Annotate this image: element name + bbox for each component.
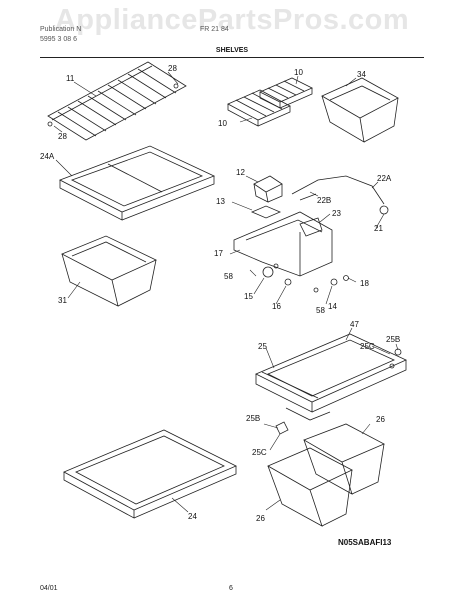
diagram-code: N05SABAFI13 — [338, 538, 392, 547]
callout-14: 14 — [328, 302, 337, 311]
callout-58: 58 — [316, 306, 325, 315]
ice-tray-part-10-lower — [227, 89, 291, 127]
callout-23: 23 — [332, 209, 341, 218]
footer-date: 04/01 — [40, 585, 58, 592]
callout-26: 26 — [376, 415, 385, 424]
callout-26: 26 — [256, 514, 265, 523]
callout-24: 24 — [188, 512, 197, 521]
publication-number: 5995 3 08 6 — [40, 36, 77, 43]
callout-25: 25 — [258, 342, 267, 351]
cantilever-shelf-part-47 — [255, 333, 407, 435]
page-number: 6 — [229, 585, 233, 592]
crisper-pan-part-26-left — [267, 447, 353, 527]
section-title: SHELVES — [215, 47, 249, 54]
callout-18: 18 — [360, 279, 369, 288]
ice-tray-part-10-upper — [259, 77, 313, 109]
callout-24a: 24A — [40, 152, 55, 161]
callout-31: 31 — [58, 296, 67, 305]
callout-47: 47 — [350, 320, 359, 329]
callout-25c: 25C — [360, 342, 375, 351]
callout-10: 10 — [294, 68, 303, 77]
callout-12: 12 — [236, 168, 245, 177]
callout-10: 10 — [218, 119, 227, 128]
crisper-pan-part-26-right — [303, 423, 385, 495]
callout-13: 13 — [216, 197, 225, 206]
callout-58: 58 — [224, 272, 233, 281]
leader-lines — [53, 71, 399, 513]
glass-shelf-part-24 — [63, 429, 237, 519]
callout-25b: 25B — [386, 335, 401, 344]
callout-22b: 22B — [317, 196, 332, 205]
watermark-logo: AppliancePartsPros.com — [54, 4, 410, 36]
freezer-bin-part-34 — [321, 77, 399, 143]
callout-28: 28 — [168, 64, 177, 73]
publication-label: Publication N — [40, 26, 82, 33]
model-label: FR 21 84 — [200, 26, 229, 33]
callout-25b: 25B — [246, 414, 261, 423]
control-housing-assembly — [233, 175, 389, 293]
crisper-part-31 — [61, 235, 157, 307]
callout-16: 16 — [272, 302, 281, 311]
wire-shelf-part-11 — [47, 61, 187, 141]
callout-22a: 22A — [377, 174, 392, 183]
callout-25c: 25C — [252, 448, 267, 457]
callout-17: 17 — [214, 249, 223, 258]
callout-15: 15 — [244, 292, 253, 301]
callout-21: 21 — [374, 224, 383, 233]
callout-28: 28 — [58, 132, 67, 141]
callout-34: 34 — [357, 70, 366, 79]
callout-11: 11 — [66, 74, 75, 83]
header-rule — [40, 57, 424, 58]
glass-shelf-part-24a — [59, 145, 216, 221]
